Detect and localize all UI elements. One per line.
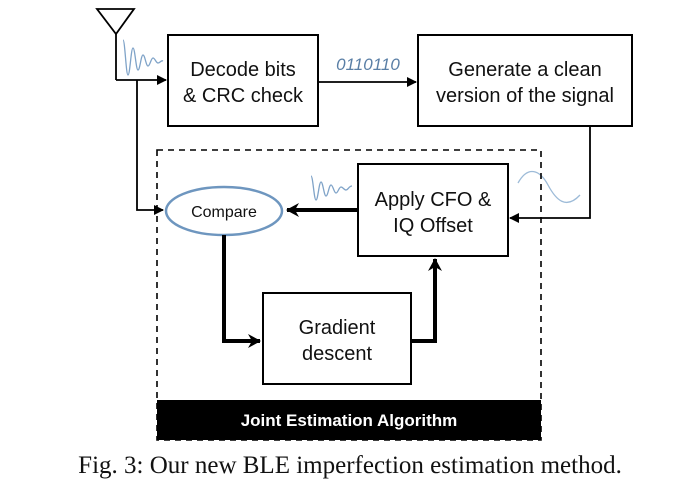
compare-node: Compare [164,185,284,237]
decoded-bits-label: 0110110 [336,55,400,74]
joint-estimation-group [156,149,542,441]
apply-cfo-iq-node: Apply CFO & IQ Offset [357,163,509,257]
joint-estimation-label: Joint Estimation Algorithm [241,411,458,430]
decode-label-line1: Decode bits [190,59,296,81]
edge-gradient-to-apply [411,258,442,343]
clean-signal-sinewave-icon [517,170,581,204]
gradient-descent-node: Gradient descent [262,292,412,385]
generate-label-line1: Generate a clean [448,59,601,81]
distorted-signal-waveform-icon [310,175,353,201]
joint-estimation-band: Joint Estimation Algorithm [157,400,541,440]
generate-clean-signal-node: Generate a clean version of the signal [417,34,633,127]
edge-generate-to-apply [509,126,591,223]
apply-label-line2: IQ Offset [393,215,473,237]
edge-compare-to-gradient [222,235,261,348]
compare-label: Compare [191,204,257,221]
generate-label-line2: version of the signal [436,85,614,107]
decode-bits-crc-node: Decode bits & CRC check [167,34,319,127]
apply-label-line1: Apply CFO & [375,189,492,211]
decode-label-line2: & CRC check [183,85,304,107]
gradient-label-line2: descent [302,343,372,365]
figure-caption: Fig. 3: Our new BLE imperfection estimat… [78,452,622,479]
gradient-label-line1: Gradient [299,317,376,339]
edge-antenna-to-compare [136,80,164,215]
received-signal-waveform-icon [122,39,164,76]
antenna-icon [95,8,136,80]
